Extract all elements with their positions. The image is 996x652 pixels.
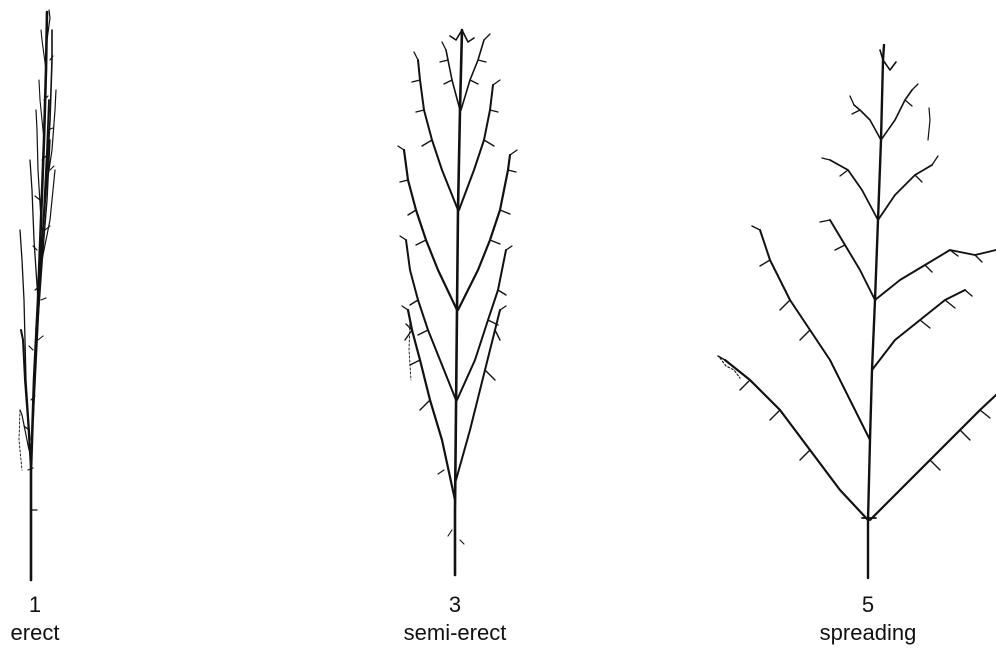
- panel-2-label: semi-erect: [355, 620, 555, 646]
- panicle-semi-erect-illustration: [360, 0, 560, 600]
- panicle-spreading-illustration: [700, 0, 996, 600]
- panicle-erect-illustration: [0, 0, 120, 600]
- panel-2-score: 3: [355, 592, 555, 618]
- panicle-spreading-panel: 5 spreading: [700, 0, 996, 652]
- panicle-semi-erect-panel: 3 semi-erect: [360, 0, 560, 652]
- panel-3-label: spreading: [768, 620, 968, 646]
- panel-1-label: erect: [0, 620, 135, 646]
- panicle-erect-panel: 1 erect: [0, 0, 120, 652]
- panel-1-score: 1: [0, 592, 135, 618]
- panel-3-score: 5: [768, 592, 968, 618]
